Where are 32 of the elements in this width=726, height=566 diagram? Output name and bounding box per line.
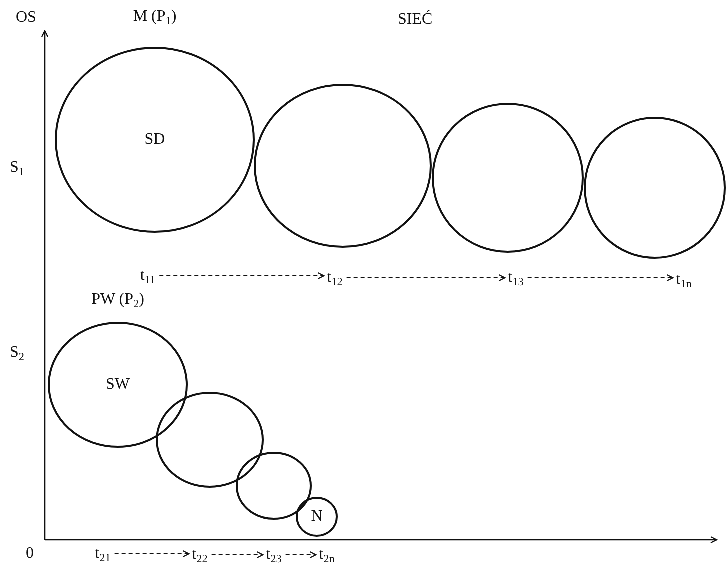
arrow	[286, 551, 317, 559]
circle-heading: PW (P$_{2}$)	[92, 292, 144, 308]
circle-heading: M (P$_{1}$)	[133, 9, 177, 25]
arrow	[114, 550, 190, 558]
circle	[432, 103, 584, 253]
circle-label: SD	[144, 132, 166, 148]
circle	[236, 452, 312, 520]
time-label: t$_{22}$	[192, 547, 208, 563]
time-label: t$_{1n}$	[676, 272, 692, 288]
time-label: t$_{13}$	[508, 270, 524, 286]
circle	[48, 292, 188, 448]
arrow	[528, 274, 674, 282]
circle	[55, 9, 255, 233]
circle	[156, 392, 264, 488]
axis-label: S$_{2}$	[10, 345, 24, 361]
arrow	[160, 272, 325, 280]
time-label: t$_{2n}$	[319, 547, 335, 563]
axis-label: SIEĆ	[398, 12, 433, 28]
circle	[254, 84, 432, 248]
axis-label: 0	[26, 546, 34, 562]
arrow	[212, 551, 264, 559]
time-label: t$_{12}$	[327, 270, 343, 286]
time-label: t$_{11}$	[140, 268, 156, 284]
time-label: t$_{23}$	[266, 547, 282, 563]
arrow	[346, 274, 506, 282]
axis-label: S$_{1}$	[10, 160, 24, 176]
circle-label: SW	[106, 377, 130, 393]
circle	[296, 497, 338, 537]
circle-label: N	[311, 509, 323, 525]
time-label: t$_{21}$	[95, 546, 111, 562]
circle	[584, 117, 726, 259]
axis-label: OS	[16, 10, 36, 26]
